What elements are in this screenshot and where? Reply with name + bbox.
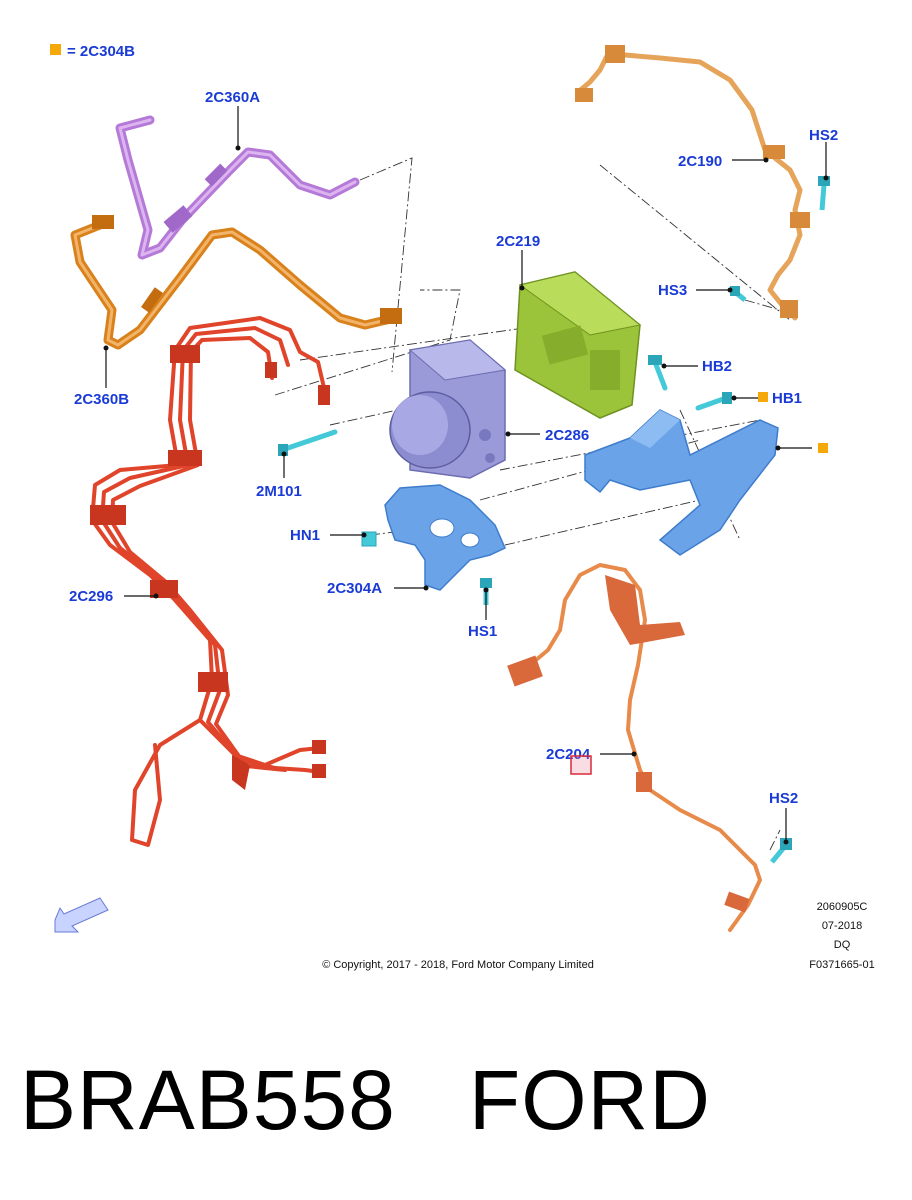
callout-2C360B: 2C360B (74, 391, 129, 408)
callout-2C219: 2C219 (496, 233, 540, 250)
info-code: 2060905C (817, 901, 868, 913)
abs-control-module (514, 271, 642, 419)
info-series: DQ (834, 939, 851, 951)
bolt-HS2-bottom (770, 838, 792, 864)
marker-2C304B-bracket (818, 443, 828, 453)
callout-2C286: 2C286 (545, 427, 589, 444)
highlight-box (570, 755, 592, 775)
info-date: 07-2018 (822, 920, 862, 932)
marker-2C304B-hb1 (758, 392, 768, 402)
legend-swatch (50, 44, 61, 55)
callout-2C360A: 2C360A (205, 89, 260, 106)
info-figure-id: F0371665-01 (809, 959, 874, 971)
callout-2C304A: 2C304A (327, 580, 382, 597)
front-direction-arrow-icon (54, 897, 109, 933)
callout-HS2-top: HS2 (809, 127, 838, 144)
orange-brake-tube (70, 215, 402, 350)
copyright-notice: © Copyright, 2017 - 2018, Ford Motor Com… (322, 959, 594, 971)
callout-HS2-bottom: HS2 (769, 790, 798, 807)
bolt-HS3 (730, 286, 747, 302)
callout-HS3: HS3 (658, 282, 687, 299)
parts-diagram: = 2C304B (50, 43, 875, 971)
module-bracket-large (584, 409, 779, 556)
callout-leaders (103, 106, 829, 845)
callout-HB1: HB1 (772, 390, 802, 407)
module-bracket-small (384, 484, 506, 591)
part-number-caption: BRAB558 FORD (20, 1053, 711, 1147)
wheel-speed-sensor-upper (575, 45, 810, 321)
callout-HS1: HS1 (468, 623, 497, 640)
bolt-HB1 (695, 392, 732, 411)
callout-HB2: HB2 (702, 358, 732, 375)
abs-hydraulic-unit (389, 339, 507, 479)
callout-2C204: 2C204 (546, 746, 591, 763)
bolt-2M101 (278, 429, 338, 456)
callout-2C296: 2C296 (69, 588, 113, 605)
red-brake-tube-bundle (90, 316, 330, 847)
bolt-HS2-top (818, 176, 830, 211)
legend-text: = 2C304B (67, 43, 135, 60)
bolt-HB2 (648, 355, 668, 391)
callout-2C190: 2C190 (678, 153, 722, 170)
callout-HN1: HN1 (290, 527, 320, 544)
wheel-speed-sensor-lower (507, 563, 762, 932)
callout-2M101: 2M101 (256, 483, 302, 500)
purple-brake-tube (115, 115, 360, 260)
